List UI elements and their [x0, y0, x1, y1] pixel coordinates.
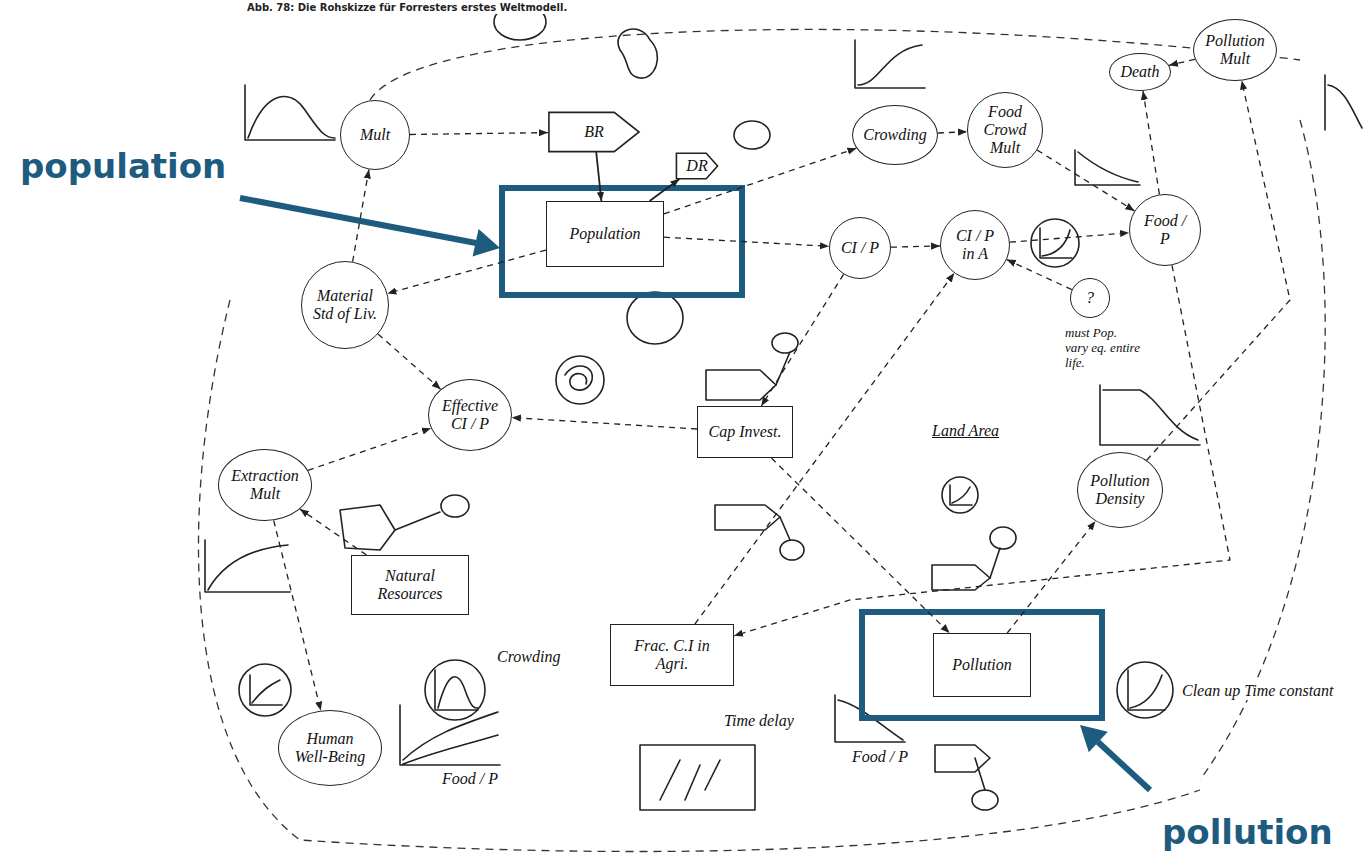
axis-label: Food / P — [440, 770, 500, 788]
information-link — [664, 237, 829, 246]
callout-label: pollution — [1160, 812, 1335, 852]
node-text: Natural Resources — [359, 567, 462, 603]
node-text: DR — [683, 157, 711, 175]
node-text: Population — [554, 225, 657, 243]
information-link — [308, 428, 431, 470]
auxiliary-circle: Mult — [340, 100, 410, 170]
node-text: Mult — [349, 126, 402, 144]
auxiliary-circle: Human Well-Being — [278, 710, 382, 786]
information-link — [300, 509, 367, 555]
callout-label: population — [18, 146, 228, 186]
node-text: Crowding — [863, 126, 928, 144]
information-link — [1007, 260, 1072, 290]
node-text: Human Well-Being — [291, 730, 370, 766]
information-link — [938, 132, 967, 133]
information-link — [1010, 233, 1129, 242]
level-box: Cap Invest. — [697, 406, 793, 458]
information-link — [734, 265, 1230, 636]
information-link — [387, 250, 546, 293]
information-link — [664, 148, 856, 214]
figure-caption: Abb. 78: Die Rohskizze für Forresters er… — [245, 2, 569, 14]
node-text: Extraction Mult — [230, 467, 301, 503]
node-text: Effective CI / P — [439, 397, 502, 433]
level-box: Pollution — [933, 633, 1031, 697]
node-text: Death — [1117, 63, 1164, 81]
auxiliary-circle: Pollution Density — [1077, 452, 1163, 528]
information-link — [695, 273, 954, 624]
information-link — [1037, 150, 1134, 211]
level-box: Natural Resources — [351, 555, 469, 615]
information-link — [274, 520, 321, 710]
information-link — [410, 133, 548, 135]
node-text: Pollution Mult — [1204, 32, 1267, 68]
information-link — [378, 334, 441, 389]
node-text: Food / P — [1138, 212, 1192, 248]
information-link — [761, 274, 843, 406]
information-link — [1147, 81, 1290, 461]
information-link — [1007, 521, 1095, 633]
axis-label: Food / P — [850, 748, 910, 766]
rate-valve: BR — [548, 112, 640, 152]
constant-label: Land Area — [930, 422, 1001, 440]
node-text: Material Std of Liv. — [312, 287, 378, 323]
information-link — [771, 458, 949, 633]
information-link — [1169, 59, 1195, 65]
node-text: CI / P in A — [949, 227, 1002, 263]
auxiliary-circle: Pollution Mult — [1193, 19, 1277, 81]
flow-arrow — [650, 179, 680, 201]
flow-arrow — [596, 152, 601, 201]
auxiliary-circle: CI / P in A — [940, 210, 1010, 280]
rate-valve: DR — [676, 153, 718, 179]
auxiliary-circle: Effective CI / P — [428, 379, 512, 451]
auxiliary-circle: Extraction Mult — [218, 449, 312, 521]
margin-note: must Pop. vary eq. entire life. — [1063, 325, 1145, 370]
information-link — [891, 246, 940, 247]
level-box: Frac. C.I in Agri. — [610, 624, 734, 686]
auxiliary-circle: Food / P — [1129, 194, 1201, 266]
auxiliary-circle: Material Std of Liv. — [301, 261, 389, 349]
auxiliary-circle: CI / P — [829, 217, 891, 279]
node-text: Food Crowd Mult — [977, 103, 1034, 157]
node-text: BR — [563, 123, 625, 141]
auxiliary-circle: ? — [1070, 278, 1110, 318]
level-box: Population — [546, 201, 664, 267]
constant-note: Clean up Time constant — [1180, 682, 1344, 700]
delay-note: Time delay — [722, 712, 796, 730]
auxiliary-circle: Crowding — [852, 105, 938, 165]
graph-label: Crowding — [495, 648, 562, 666]
node-text: CI / P — [837, 239, 884, 257]
node-text: ? — [1075, 289, 1105, 307]
node-text: Pollution — [939, 656, 1025, 674]
information-link — [1143, 91, 1159, 194]
auxiliary-circle: Death — [1109, 53, 1171, 91]
node-text: Cap Invest. — [703, 423, 787, 441]
information-link — [353, 170, 369, 262]
auxiliary-circle: Food Crowd Mult — [967, 92, 1043, 168]
information-link — [512, 418, 697, 429]
node-text: Frac. C.I in Agri. — [618, 637, 727, 673]
node-text: Pollution Density — [1088, 472, 1153, 508]
